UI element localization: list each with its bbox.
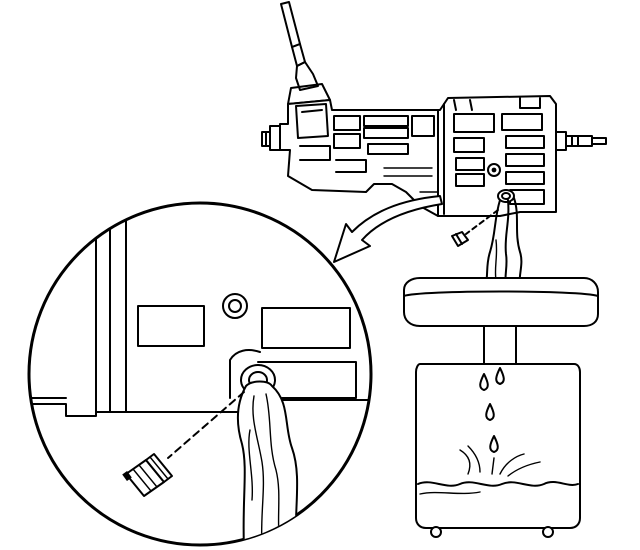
detail-oil-flow: [236, 380, 299, 545]
detail-panel-upper-right: [261, 307, 351, 349]
drain-pan-neck: [483, 325, 517, 365]
oil-splash: [459, 445, 541, 477]
drain-hole: [497, 189, 515, 203]
detail-arrow-icon: [333, 195, 443, 263]
oil-drain-pan: [403, 277, 599, 538]
oil-drops: [479, 367, 505, 453]
drain-plug-small-icon: [451, 209, 499, 247]
detail-panel-left: [137, 305, 205, 347]
transmission-assembly: [261, 1, 607, 217]
input-shaft: [261, 125, 281, 151]
detail-bolt-icon: [222, 293, 248, 319]
drain-pan-foot: [542, 526, 554, 538]
output-shaft: [555, 131, 607, 151]
drain-pan-funnel: [403, 277, 599, 327]
detail-magnifier-circle: [27, 201, 373, 547]
gear-shift-lever: [280, 1, 331, 105]
drain-pan-foot: [430, 526, 442, 538]
detail-drain-plug-icon: [122, 453, 173, 497]
